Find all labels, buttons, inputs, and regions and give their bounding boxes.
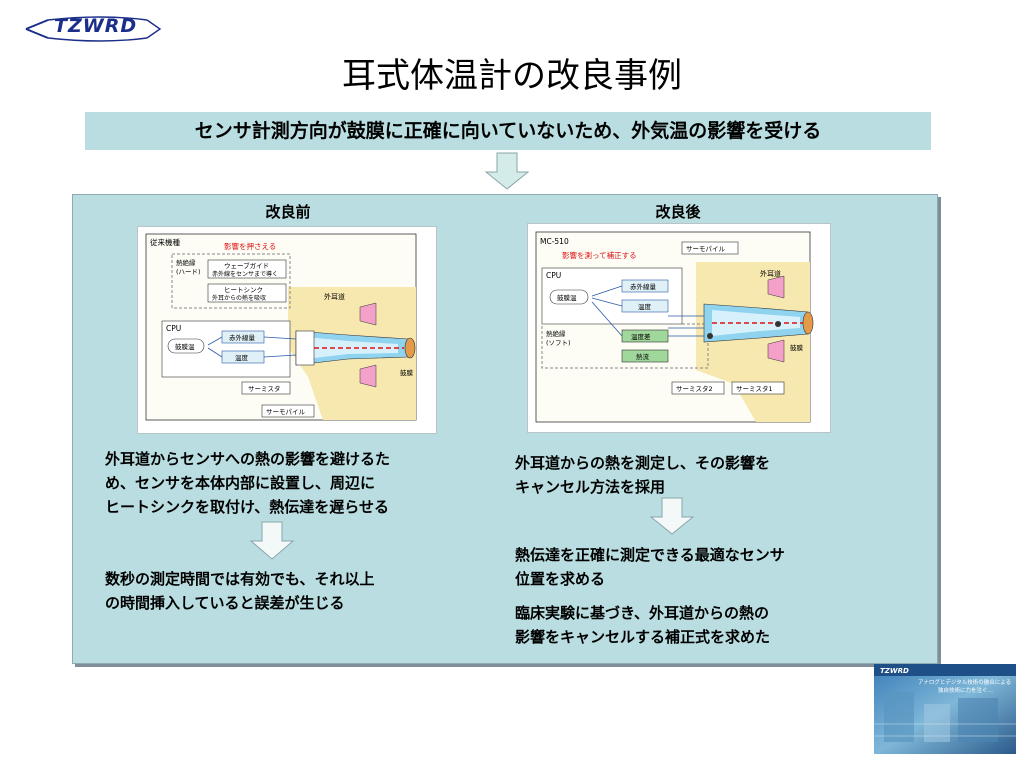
before-red-label: 影響を押さえる [224, 241, 276, 251]
before-thermopile-label: サーモパイル [266, 408, 306, 416]
before-thermistor-label: サーミスタ [248, 384, 281, 393]
after-ir-qty: 赤外線量 [630, 282, 657, 291]
svg-text:(ソフト): (ソフト) [546, 339, 571, 347]
before-insulation-label: 熱絶縁 [176, 258, 196, 267]
heatsink-label: ヒートシンク [224, 286, 263, 294]
after-method: 熱伝達を正確に測定できる最適なセンサ 位置を求める [515, 546, 785, 588]
waveguide-label: ウェーブガイド [224, 261, 269, 270]
after-diagram: MC-510 影響を測って補正する サーモパイル 外耳道 CPU 鼓膜温 赤外線… [527, 223, 831, 433]
logo-swoosh-icon [25, 16, 162, 42]
after-thermopile-label: サーモパイル [686, 245, 726, 253]
page-title: 耳式体温計の改良事例 [342, 56, 682, 96]
thumbnail-logo: TZWRD [880, 667, 909, 675]
before-ear-canal-label: 外耳道 [324, 292, 345, 301]
waveguide-desc: 赤外線をセンサまで導く [212, 270, 278, 278]
before-ir-qty: 赤外線量 [229, 333, 256, 342]
after-down-arrow-icon [649, 497, 695, 535]
svg-text:熱絶縁: 熱絶縁 [546, 329, 566, 338]
after-thermistor2-label: サーミスタ2 [676, 384, 713, 393]
after-temp-calc: 鼓膜温 [557, 293, 577, 302]
after-temp: 温度 [638, 302, 652, 311]
before-eardrum-label: 鼓膜 [400, 368, 414, 377]
company-thumbnail-image: TZWRD アナログとデジタル技術の融合による 独自技術に力を注ぐ… [874, 664, 1016, 754]
comparison-panel: 改良前 従来機種 影響を押さえる 熱絶縁 (ハード) ウェーブガイド 赤外線をセ… [72, 194, 938, 664]
before-result: 数秒の測定時間では有効でも、それ以上 の時間挿入していると誤差が生じる [105, 570, 375, 612]
thumbnail-line1: アナログとデジタル技術の融合による [918, 678, 1011, 686]
before-heading: 改良前 [265, 203, 311, 221]
after-result: 臨床実験に基づき、外耳道からの熱の 影響をキャンセルする補正式を求めた [515, 604, 771, 646]
heatsink-desc: 外耳からの熱を吸収 [212, 294, 266, 302]
svg-text:(ハード): (ハード) [176, 268, 201, 276]
after-explanation: 外耳道からの熱を測定し、その影響を キャンセル方法を採用 [515, 454, 771, 496]
after-thermistor1-label: サーミスタ1 [736, 384, 773, 393]
after-ear-canal-label: 外耳道 [760, 269, 781, 278]
thumbnail-line2: 独自技術に力を注ぐ… [938, 686, 993, 694]
after-heading: 改良後 [655, 203, 701, 221]
before-diagram: 従来機種 影響を押さえる 熱絶縁 (ハード) ウェーブガイド 赤外線をセンサまで… [137, 226, 437, 434]
after-heat-flow: 熱流 [636, 352, 650, 361]
before-temp: 温度 [235, 353, 249, 362]
after-eardrum-label: 鼓膜 [790, 343, 804, 352]
after-temp-diff: 温度差 [631, 332, 651, 341]
before-down-arrow-icon [249, 521, 295, 560]
down-arrow-icon [484, 152, 530, 190]
after-cpu-label: CPU [546, 271, 561, 280]
after-diagram-title: MC-510 [540, 237, 569, 246]
before-explanation: 外耳道からセンサへの熱の影響を避けるた め、センサを本体内部に設置し、周辺に ヒ… [105, 450, 391, 516]
after-red-label: 影響を測って補正する [562, 250, 637, 260]
before-temp-calc: 鼓膜温 [175, 342, 195, 351]
before-cpu-label: CPU [166, 324, 181, 333]
problem-banner: センサ計測方向が鼓膜に正確に向いていないため、外気温の影響を受ける [85, 112, 931, 150]
before-diagram-title: 従来機種 [150, 237, 180, 247]
company-logo: TZWRD [22, 12, 162, 42]
logo-text: TZWRD [54, 15, 138, 37]
